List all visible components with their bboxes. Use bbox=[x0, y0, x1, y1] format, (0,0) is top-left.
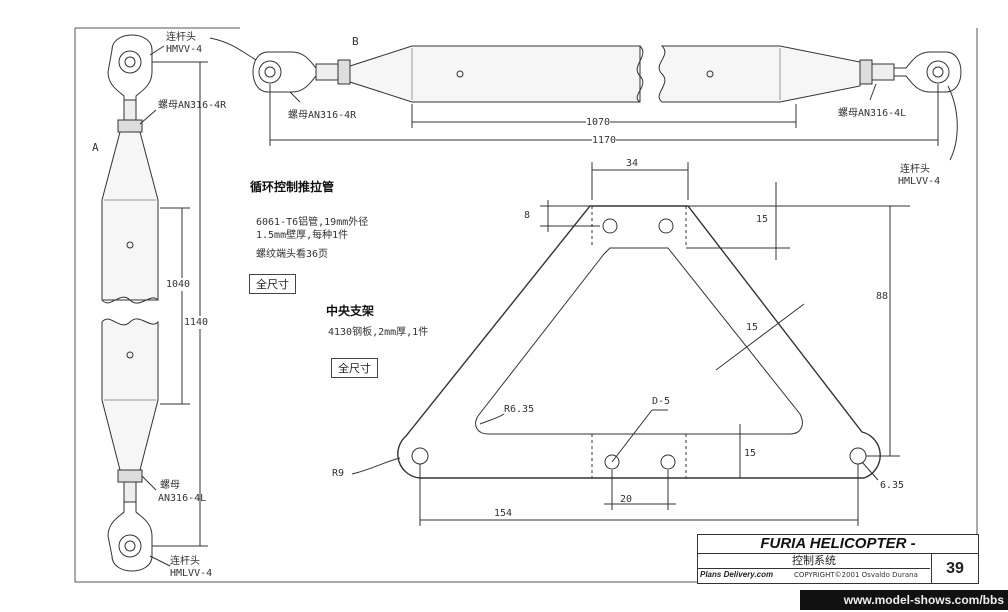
dim-d5: D-5 bbox=[652, 396, 671, 407]
source-label: Plans Delivery.com bbox=[700, 570, 774, 579]
drawing-subtitle: 控制系统 bbox=[698, 554, 930, 569]
dim-34: 34 bbox=[626, 158, 639, 169]
page-number: 39 bbox=[931, 554, 978, 583]
label-a: A bbox=[92, 141, 99, 154]
bracket-full-size-box: 全尺寸 bbox=[331, 358, 378, 378]
dim-15-top: 15 bbox=[756, 214, 769, 225]
rod-end-label-bottom: 连杆头 bbox=[170, 556, 200, 567]
rod-end-part-top: HMVV-4 bbox=[166, 44, 203, 55]
nut-label-right: 螺母AN316-4L bbox=[838, 108, 907, 119]
rod-end-label-top: 连杆头 bbox=[166, 32, 196, 43]
nut-label-bottom: 螺母 bbox=[160, 480, 180, 491]
nut-label-top: 螺母AN316-4R bbox=[288, 110, 357, 121]
dim-r9: R9 bbox=[332, 468, 345, 479]
dim-15-diagonal: 15 bbox=[746, 322, 759, 333]
dim-1040: 1040 bbox=[166, 278, 191, 291]
dim-15-lower: 15 bbox=[744, 448, 757, 459]
title-block: FURIA HELICOPTER - 控制系统 Plans Delivery.c… bbox=[697, 534, 979, 584]
pushrod-heading: 循环控制推拉管 bbox=[250, 180, 335, 194]
dim-8: 8 bbox=[524, 210, 531, 221]
pushrod-spec-3: 螺纹端头看36页 bbox=[256, 249, 329, 260]
dim-20: 20 bbox=[620, 494, 633, 505]
drawing-title: FURIA HELICOPTER - bbox=[698, 535, 978, 554]
pushrod-full-size-box: 全尺寸 bbox=[249, 274, 296, 294]
vertical-pushrod bbox=[101, 34, 208, 572]
dim-1070: 1070 bbox=[586, 116, 611, 129]
center-bracket bbox=[351, 162, 910, 526]
rod-end-label-right: 连杆头 bbox=[900, 164, 930, 175]
dim-154: 154 bbox=[494, 508, 513, 519]
nut-part-bottom: AN316-4L bbox=[158, 493, 207, 504]
rod-end-part-right: HMLVV-4 bbox=[898, 176, 941, 187]
dim-1140: 1140 bbox=[184, 316, 209, 329]
pushrod-spec-1: 6061-T6铝管,19mm外径 bbox=[256, 217, 369, 228]
bracket-spec: 4130钢板,2mm厚,1件 bbox=[328, 327, 429, 338]
dim-r6-35: R6.35 bbox=[504, 404, 535, 415]
rod-end-part-bottom: HMLVV-4 bbox=[170, 568, 213, 579]
copyright-label: COPYRIGHT©2001 Osvaldo Durana bbox=[794, 571, 918, 579]
watermark-banner: www.model-shows.com/bbs bbox=[800, 590, 1008, 610]
label-b: B bbox=[352, 35, 359, 48]
dim-88: 88 bbox=[876, 290, 889, 303]
horizontal-pushrod bbox=[209, 37, 962, 161]
dim-1170: 1170 bbox=[592, 134, 617, 147]
dim-6-35: 6.35 bbox=[880, 480, 905, 491]
nut-label-top-left: 螺母AN316-4R bbox=[158, 100, 227, 111]
pushrod-spec-2: 1.5mm壁厚,每种1件 bbox=[256, 230, 349, 241]
bracket-heading: 中央支架 bbox=[326, 304, 375, 318]
